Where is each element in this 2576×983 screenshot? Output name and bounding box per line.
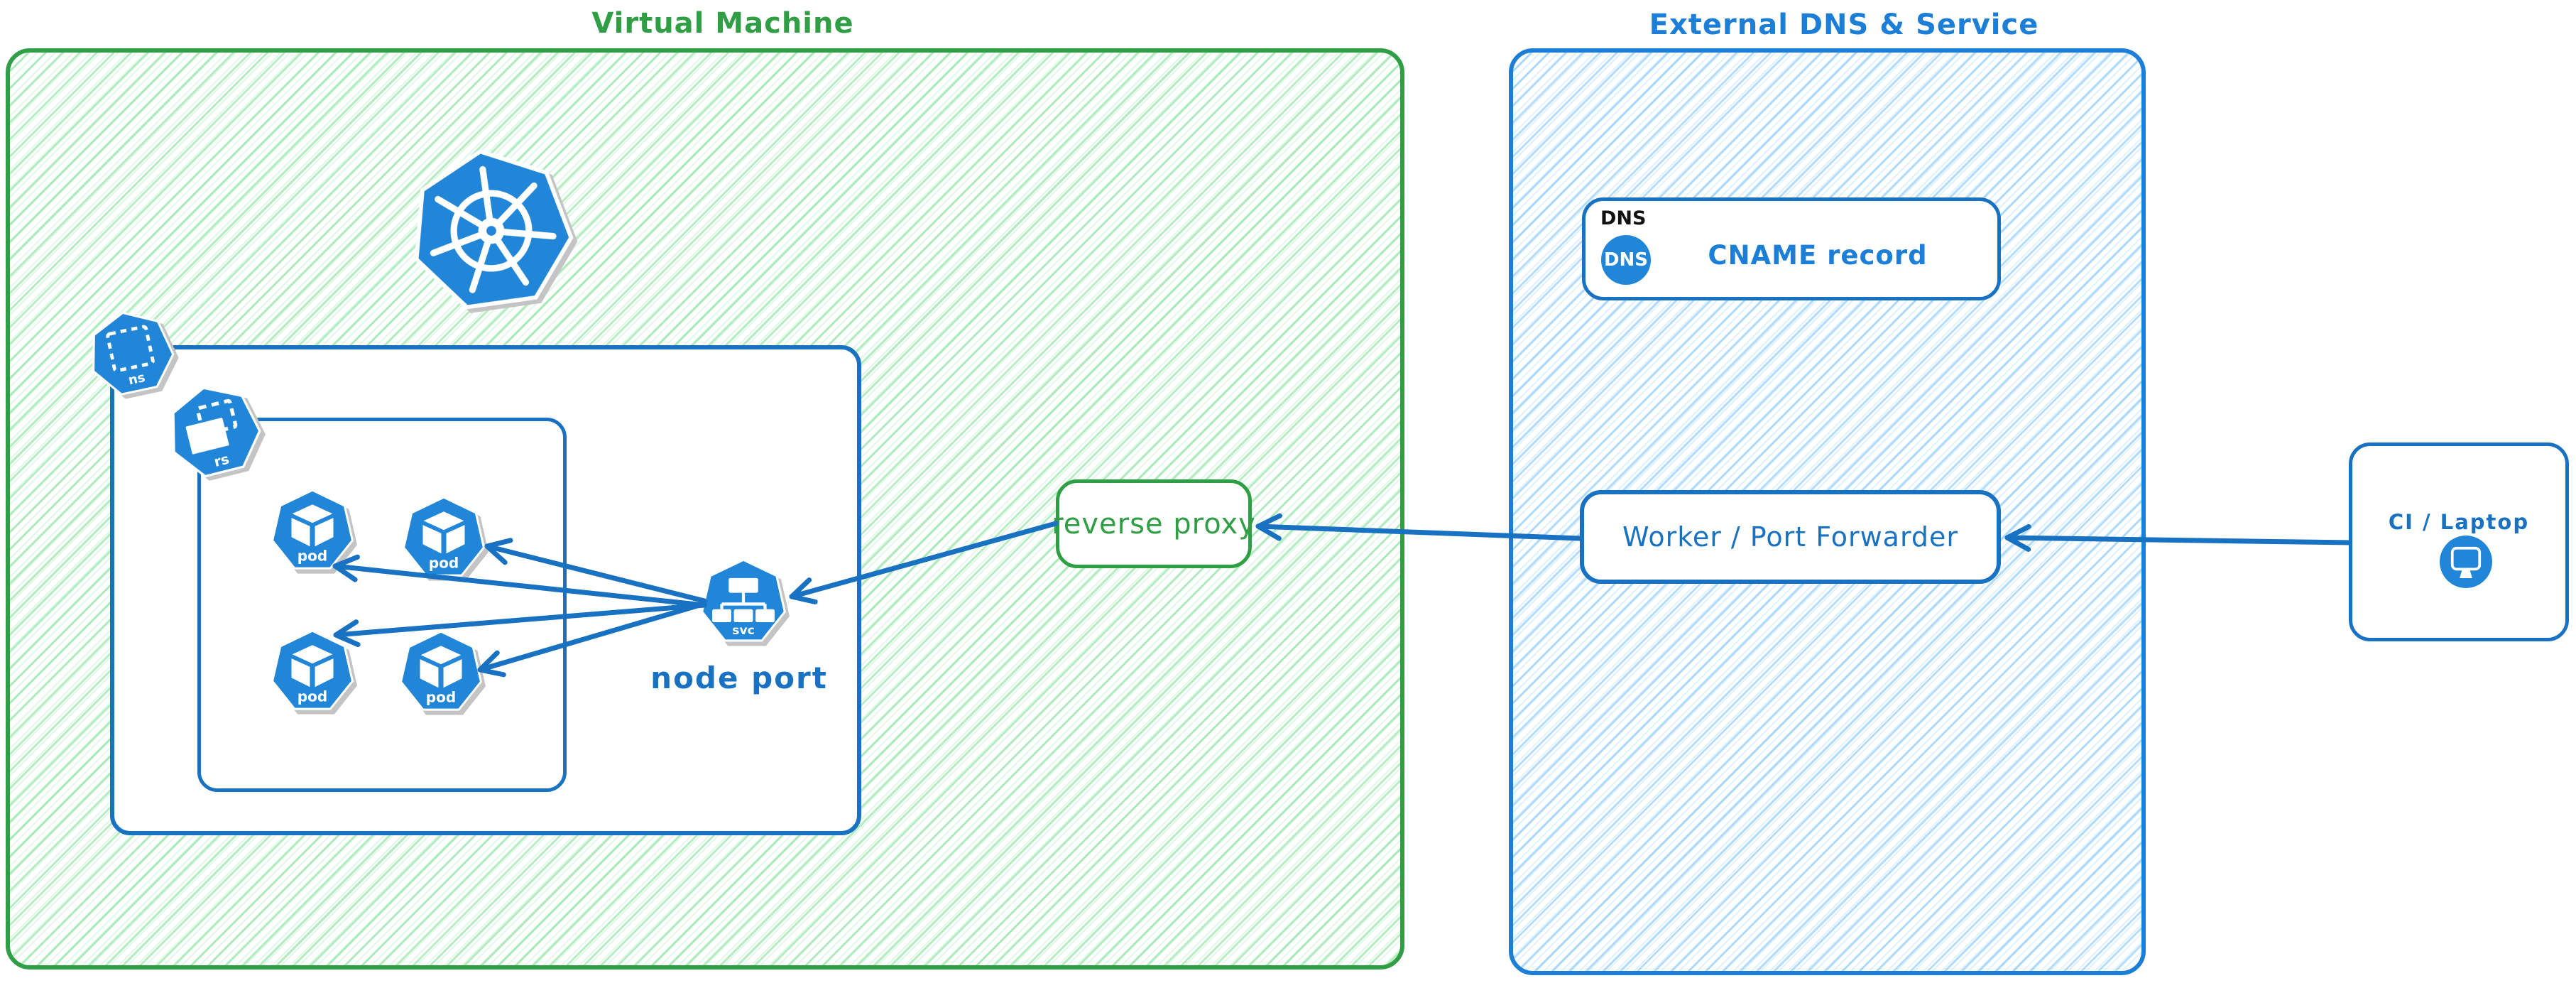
reverse-proxy-box: reverse proxy — [1052, 479, 1255, 568]
replicaset-icon: rs — [172, 386, 261, 478]
pod-1-icon: pod — [271, 489, 354, 570]
dns-tag-label: DNS — [1600, 207, 1647, 229]
ci-laptop-label: CI / Laptop — [2388, 510, 2530, 534]
pod-3-label: pod — [298, 688, 327, 705]
worker-port-forwarder-box: Worker / Port Forwarder — [1580, 490, 2001, 584]
reverse-proxy-label: reverse proxy — [1052, 507, 1256, 541]
service-icon-label: svc — [732, 624, 754, 638]
pod-4-label: pod — [426, 688, 456, 705]
external-group-title: External DNS & Service — [1649, 9, 2039, 41]
kubernetes-wheel-icon — [414, 149, 574, 310]
service-icon: svc — [701, 559, 786, 642]
dns-badge-label: DNS — [1603, 249, 1649, 271]
namespace-icon: ns — [92, 311, 175, 396]
cube-icon — [420, 646, 462, 688]
node-port-caption: node port — [650, 661, 828, 695]
replicaset-box — [197, 418, 567, 792]
ci-monitor-circle — [2440, 536, 2492, 588]
pod-2-icon: pod — [402, 496, 486, 577]
pod-1-label: pod — [298, 547, 327, 564]
cube-icon — [291, 645, 334, 688]
dns-box — [1582, 197, 2001, 300]
cube-icon — [422, 511, 465, 554]
dns-circle-icon: DNS — [1601, 235, 1651, 285]
cname-record-label: CNAME record — [1708, 240, 1928, 271]
namespace-icon-label: ns — [127, 370, 146, 388]
worker-port-forwarder-label: Worker / Port Forwarder — [1622, 521, 1959, 553]
pod-3-icon: pod — [271, 630, 354, 710]
monitor-icon — [2450, 546, 2482, 578]
tree-hierarchy-icon — [712, 577, 775, 623]
dashed-square-icon — [106, 325, 155, 373]
vm-group-title: Virtual Machine — [591, 7, 854, 40]
stacked-rectangles-icon — [195, 398, 238, 436]
pod-4-icon: pod — [399, 631, 483, 711]
replicaset-icon-label: rs — [212, 451, 231, 470]
cube-icon — [291, 504, 334, 547]
pod-2-label: pod — [429, 554, 459, 571]
